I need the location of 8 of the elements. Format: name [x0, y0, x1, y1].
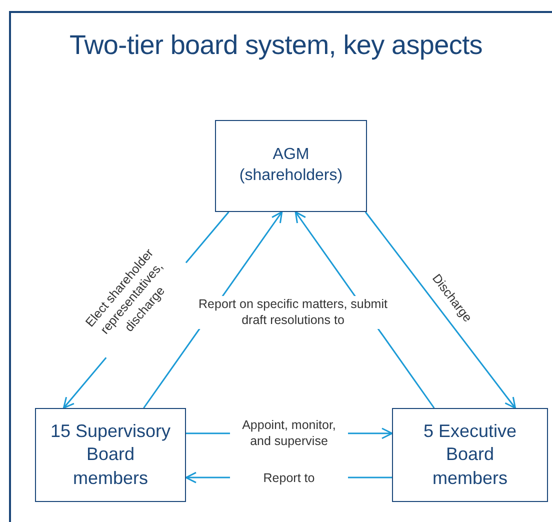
board-box — [392, 408, 548, 502]
arrow — [364, 212, 516, 409]
board-box — [35, 408, 186, 502]
diagram-title: Two-tier board system, key aspects — [68, 30, 484, 61]
box-label: 15 Supervisory Board members — [49, 420, 172, 490]
box-label: 5 Executive Board members — [422, 420, 518, 490]
box-label: AGM (shareholders) — [238, 145, 344, 186]
board-box — [215, 120, 367, 212]
